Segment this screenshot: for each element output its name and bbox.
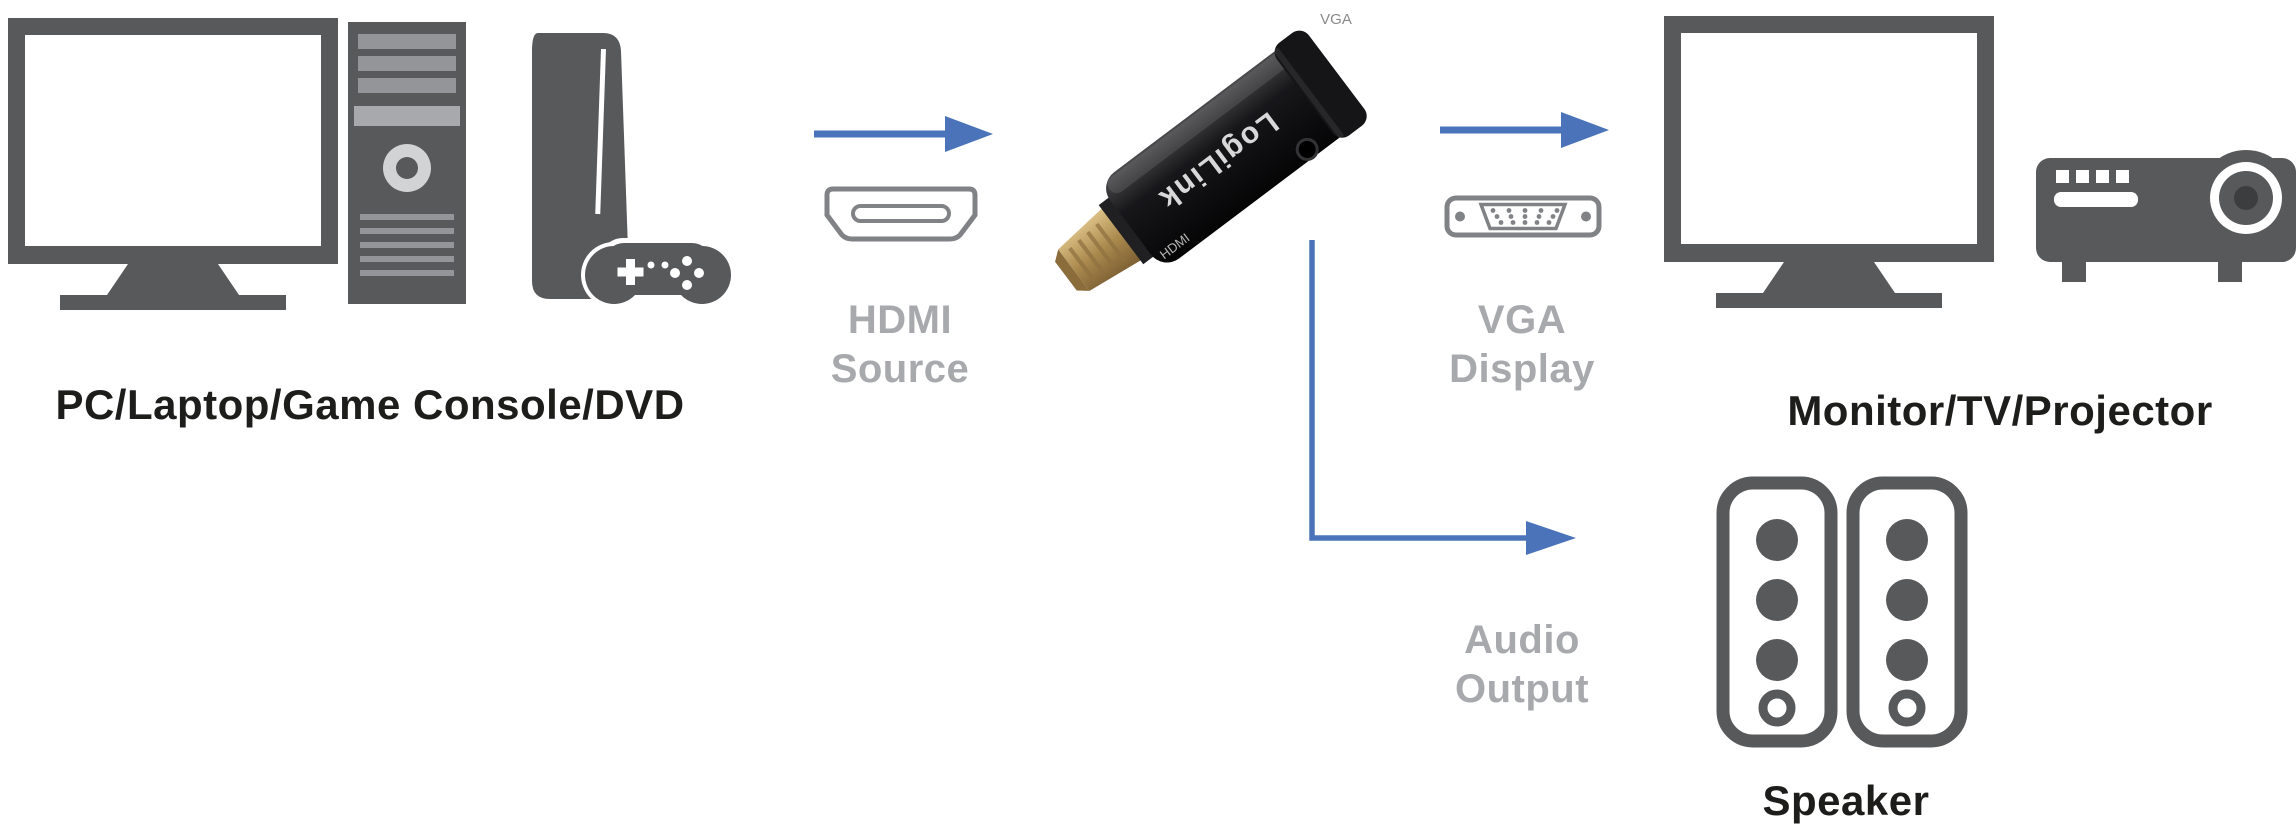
vga-arrow	[1440, 112, 1609, 148]
audio-jack-hole	[1295, 137, 1319, 161]
hdmi-to-vga-adapter-image: LogiLink HDMI VGA	[1055, 11, 1367, 291]
audio-output-line2: Output	[1454, 666, 1590, 711]
hdmi-arrow	[814, 116, 993, 152]
vga-display-line2: Display	[1449, 346, 1595, 391]
pc-tower-icon	[348, 22, 466, 304]
hdmi-connector-icon	[824, 186, 978, 242]
desktop-monitor-icon	[8, 18, 338, 310]
monitor-icon	[1664, 16, 1994, 308]
game-console-icon	[532, 33, 735, 308]
adapter-body	[1106, 46, 1349, 263]
audio-arrow	[1309, 240, 1576, 555]
audio-output-label: Audio Output	[1422, 616, 1622, 714]
display-label: Monitor/TV/Projector	[1787, 387, 2213, 434]
source-label: PC/Laptop/Game Console/DVD	[55, 381, 685, 428]
audio-output-line1: Audio	[1464, 618, 1580, 662]
vga-connector-icon	[1444, 195, 1602, 238]
hdmi-plug-tip	[1055, 249, 1090, 291]
vga-display-line1: VGA	[1477, 298, 1567, 342]
vga-display-label: VGA Display	[1422, 296, 1622, 394]
hdmi-source-line1: HDMI	[847, 298, 953, 342]
projector-icon	[2036, 150, 2296, 282]
adapter-vga-end	[1274, 30, 1367, 138]
speaker-icon	[1716, 476, 1968, 748]
hdmi-source-label: HDMI Source	[800, 296, 1000, 394]
gamepad-icon	[581, 238, 735, 308]
speaker-label: Speaker	[1762, 777, 1930, 824]
hdmi-source-line2: Source	[830, 346, 970, 391]
adapter-vga-marking: VGA	[1320, 11, 1352, 28]
